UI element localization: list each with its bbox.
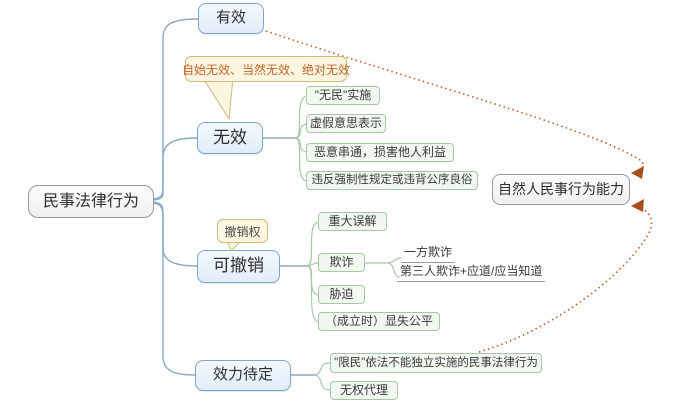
leaf-node-wumin[interactable]: "无民"实施 <box>306 86 380 105</box>
node-label: 虚假意思表示 <box>309 115 382 130</box>
node-label: 一方欺诈 <box>404 245 453 259</box>
node-label: "限民"依法不能独立实施的民事法律行为 <box>334 356 538 369</box>
callout-revocation-right[interactable]: 撤销权 <box>217 219 268 243</box>
node-label: 有效 <box>215 9 246 27</box>
node-label: 胁迫 <box>329 286 354 301</box>
node-label: 民事法律行为 <box>42 192 139 210</box>
floating-node-civil-capacity[interactable]: 自然人民事行为能力 <box>492 174 630 205</box>
callout-tail-invalid <box>202 77 234 121</box>
relation-curve-pending <box>478 206 653 353</box>
node-label: 无效 <box>213 127 247 147</box>
callout-label: 自始无效、当然无效、绝对无效 <box>182 62 351 77</box>
node-label: 违反强制性规定或违背公序良俗 <box>311 174 473 187</box>
callout-label: 撤销权 <box>224 224 261 239</box>
leaf-node-violate-mandatory[interactable]: 违反强制性规定或违背公序良俗 <box>306 171 478 190</box>
node-label: （成立时）显失公平 <box>324 313 433 328</box>
node-label: 第三人欺诈+应道/应当知道 <box>400 264 543 278</box>
root-node-civil-legal-act[interactable]: 民事法律行为 <box>28 185 154 218</box>
leaf-node-unauthorized-agency[interactable]: 无权代理 <box>330 381 398 400</box>
node-label: 恶意串通，损害他人利益 <box>313 144 446 159</box>
node-label: 欺诈 <box>329 254 354 269</box>
node-label: 可撤销 <box>213 256 264 276</box>
arrowhead-icon <box>631 166 644 179</box>
branch-node-revocable[interactable]: 可撤销 <box>197 250 280 283</box>
arrowhead-icon <box>631 199 644 212</box>
leaf-branch-lines <box>295 95 403 391</box>
node-label: 无权代理 <box>339 382 388 397</box>
relation-dotted-curves <box>265 30 653 353</box>
leaf-node-major-misunderstanding[interactable]: 重大误解 <box>318 212 387 231</box>
leaf-node-fraud[interactable]: 欺诈 <box>318 253 365 272</box>
node-label: 效力待定 <box>212 366 273 384</box>
branch-node-pending[interactable]: 效力待定 <box>195 360 291 391</box>
branch-node-invalid[interactable]: 无效 <box>197 122 263 154</box>
text-node-third-party-fraud[interactable]: 第三人欺诈+应道/应当知道 <box>397 262 546 282</box>
node-label: "无民"实施 <box>314 87 372 102</box>
node-label: 重大误解 <box>328 213 377 228</box>
text-node-one-party-fraud[interactable]: 一方欺诈 <box>401 243 456 263</box>
leaf-node-malicious-collusion[interactable]: 恶意串通，损害他人利益 <box>306 143 454 162</box>
node-label: 自然人民事行为能力 <box>498 180 624 197</box>
branch-node-valid[interactable]: 有效 <box>198 3 264 34</box>
leaf-node-obvious-unfairness[interactable]: （成立时）显失公平 <box>318 312 440 331</box>
tree-branch-lines <box>152 18 316 376</box>
callout-invalid-note[interactable]: 自始无效、当然无效、绝对无效 <box>182 56 351 82</box>
leaf-node-xianmin[interactable]: "限民"依法不能独立实施的民事法律行为 <box>330 353 542 373</box>
leaf-node-coercion[interactable]: 胁迫 <box>318 285 365 304</box>
leaf-node-false-intent[interactable]: 虚假意思表示 <box>306 114 386 133</box>
relation-arrowheads <box>631 166 644 212</box>
